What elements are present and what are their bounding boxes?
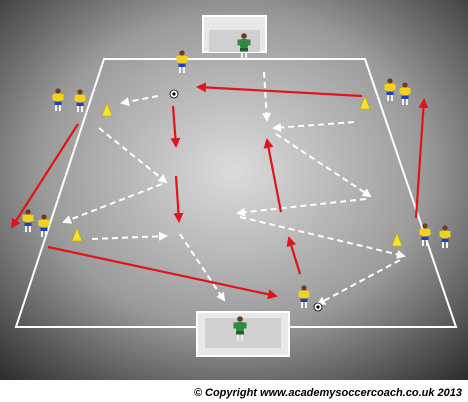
run-arrow	[414, 98, 429, 219]
ball-icon	[169, 89, 179, 99]
copyright-text: © Copyright www.academysoccercoach.co.uk…	[193, 387, 462, 399]
pass-arrow	[316, 259, 401, 305]
pass-arrow	[272, 121, 355, 132]
pass-arrow	[62, 183, 163, 224]
run-arrow	[173, 175, 184, 223]
pitch-boundary	[14, 58, 458, 328]
pass-arrow	[239, 216, 406, 259]
pass-arrow	[262, 71, 272, 122]
pass-arrow	[236, 198, 367, 217]
run-arrow	[10, 123, 79, 229]
pass-arrow	[120, 95, 159, 107]
pass-arrow	[179, 233, 226, 302]
run-arrow	[47, 245, 278, 300]
run-arrow	[170, 105, 181, 148]
ball-icon	[313, 302, 323, 312]
run-arrow	[286, 236, 302, 275]
run-arrow	[263, 138, 283, 213]
pass-arrow	[91, 231, 168, 241]
goal-top	[202, 15, 267, 53]
pass-arrow	[275, 133, 372, 198]
run-arrow	[196, 82, 363, 98]
pass-arrow	[98, 127, 168, 184]
